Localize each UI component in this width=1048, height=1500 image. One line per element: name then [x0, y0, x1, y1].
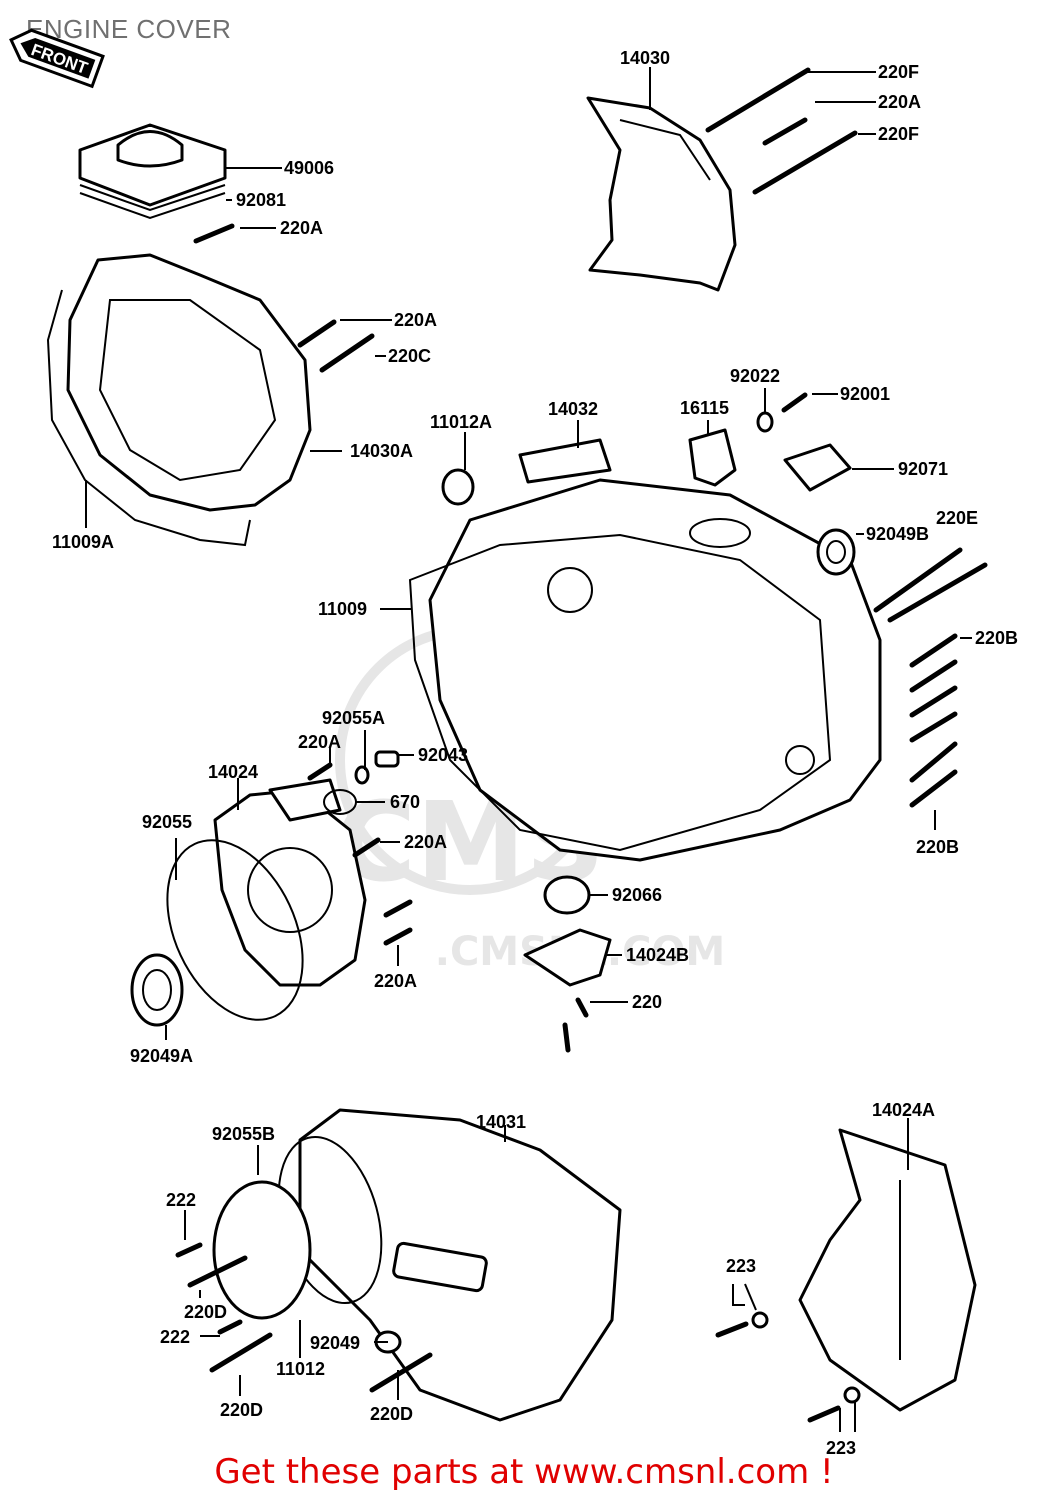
label-220E: 220E	[936, 508, 978, 528]
label-11009: 11009	[318, 599, 367, 619]
part-14030A-cover	[46, 253, 312, 547]
part-labels: 14030 220F 220A 220F 49006 92081 220A 22…	[52, 48, 1018, 1458]
label-92022: 92022	[730, 366, 780, 386]
part-92022-washer	[756, 411, 774, 433]
part-14031-side-cover	[298, 1108, 622, 1422]
label-220C: 220C	[388, 346, 431, 366]
label-220D-left: 220D	[184, 1302, 227, 1322]
part-16115-oil-cap	[688, 428, 737, 487]
label-220D-right: 220D	[370, 1404, 413, 1424]
label-220B-top: 220B	[975, 628, 1018, 648]
label-222-bottom: 222	[160, 1327, 190, 1347]
part-92049B-seal	[816, 528, 856, 576]
label-14030: 14030	[620, 48, 670, 68]
label-14024B: 14024B	[626, 945, 689, 965]
label-220A-left: 220A	[394, 310, 437, 330]
label-49006: 49006	[284, 158, 334, 178]
label-220A-14024: 220A	[404, 832, 447, 852]
label-92049A: 92049A	[130, 1046, 193, 1066]
label-220F-top: 220F	[878, 62, 919, 82]
label-92049: 92049	[310, 1333, 360, 1353]
part-92055-gasket	[166, 839, 304, 1021]
label-14024: 14024	[208, 762, 258, 782]
label-92071: 92071	[898, 459, 948, 479]
label-220A-top: 220A	[878, 92, 921, 112]
label-14032: 14032	[548, 399, 598, 419]
part-92055A-washer	[354, 765, 370, 785]
part-92071-grommet	[783, 443, 852, 492]
label-11012A: 11012A	[430, 412, 492, 432]
label-670: 670	[390, 792, 420, 812]
label-223-top: 223	[726, 1256, 756, 1276]
label-11009A: 11009A	[52, 532, 114, 552]
footer-promo-text: Get these parts at www.cmsnl.com !	[214, 1452, 834, 1492]
label-92055: 92055	[142, 812, 192, 832]
part-92043-pin	[374, 750, 400, 768]
label-220B-bottom: 220B	[916, 837, 959, 857]
label-92055B: 92055B	[212, 1124, 275, 1144]
label-92001: 92001	[840, 384, 890, 404]
label-220F-bottom: 220F	[878, 124, 919, 144]
page-title: ENGINE COVER	[26, 14, 232, 44]
label-14030A: 14030A	[350, 441, 413, 461]
label-220A-cap: 220A	[280, 218, 323, 238]
label-223-bottom: 223	[826, 1438, 856, 1458]
label-92081: 92081	[236, 190, 286, 210]
label-220A-92055A: 220A	[298, 732, 341, 752]
part-92049A-seal	[130, 953, 184, 1027]
label-92055A: 92055A	[322, 708, 385, 728]
bolts	[175, 67, 988, 1423]
leader-lines	[85, 67, 972, 1432]
part-49006-cap	[78, 123, 227, 220]
part-14024B-plate	[523, 928, 612, 987]
part-92066-collar	[543, 875, 591, 915]
part-14032-crankcase-cover	[408, 438, 882, 862]
label-92049B: 92049B	[866, 524, 929, 544]
label-222-top: 222	[166, 1190, 196, 1210]
label-220D-bottom: 220D	[220, 1400, 263, 1420]
part-14030-cover	[586, 96, 737, 292]
part-14024-cover	[213, 778, 367, 987]
label-92043: 92043	[418, 745, 468, 765]
label-16115: 16115	[680, 398, 729, 418]
front-arrow-tag: FRONT	[9, 28, 105, 89]
part-11012A-cap	[441, 468, 475, 506]
label-14031: 14031	[476, 1112, 526, 1132]
part-14024A-plate	[798, 1128, 977, 1412]
part-11012-cap	[212, 1180, 312, 1320]
label-11012: 11012	[276, 1359, 325, 1379]
label-220A-lower: 220A	[374, 971, 417, 991]
label-92066: 92066	[612, 885, 662, 905]
label-220: 220	[632, 992, 662, 1012]
label-14024A: 14024A	[872, 1100, 935, 1120]
